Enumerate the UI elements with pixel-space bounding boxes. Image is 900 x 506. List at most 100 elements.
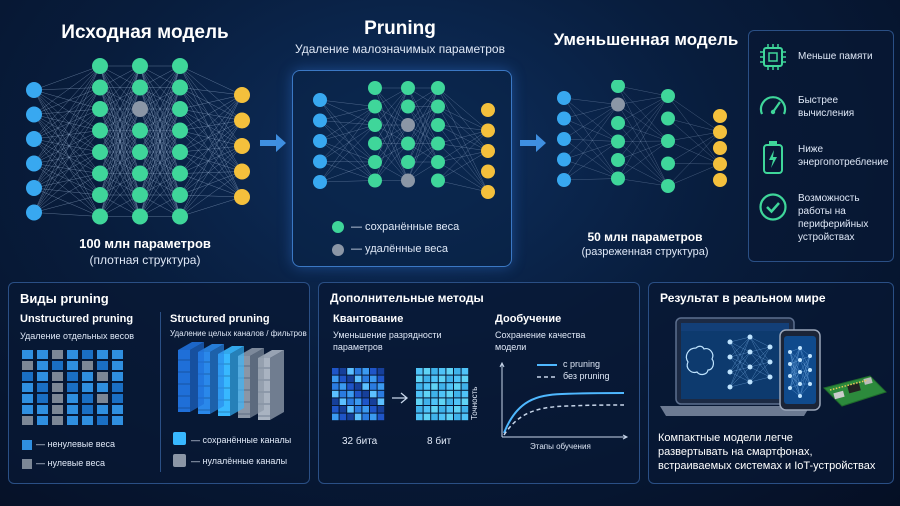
- neuron-node: [767, 344, 773, 350]
- quant8-cell: [423, 398, 431, 405]
- channel-side: [210, 344, 224, 414]
- quant8-cell: [423, 406, 431, 413]
- unstructured-grid: [22, 350, 123, 425]
- quant32-cell: [377, 413, 385, 421]
- quant8-cell: [446, 368, 453, 375]
- neuron-node: [92, 144, 108, 160]
- structured-title: Structured pruning: [170, 313, 270, 325]
- methods-title: Дополнительные методы: [330, 291, 484, 305]
- quant8-cell: [416, 368, 423, 375]
- neuron-node: [788, 350, 792, 354]
- neuron-node: [92, 122, 108, 139]
- quant32-cell: [377, 375, 385, 383]
- benefit-edge-line2: работы на: [798, 206, 846, 217]
- neuron-node: [401, 81, 415, 95]
- neuron-node: [788, 374, 792, 378]
- quant32-cell: [339, 390, 347, 398]
- neuron-node: [26, 82, 42, 98]
- benefit-memory: Меньше памяти: [798, 51, 873, 62]
- pruning-network: [313, 81, 495, 199]
- neuron-node: [313, 134, 327, 148]
- quant32-cell: [370, 368, 377, 375]
- weight-cell: [82, 416, 93, 425]
- neuron-node: [172, 208, 188, 225]
- channel-top: [238, 348, 264, 356]
- neuron-node: [368, 136, 382, 151]
- quant32-cell: [354, 413, 362, 421]
- quant-desc-line2: параметров: [333, 342, 383, 352]
- quant32-cell: [362, 375, 369, 383]
- neuron-node: [611, 171, 625, 186]
- quant8-cell: [431, 406, 438, 413]
- quant32-cell: [339, 398, 347, 405]
- quant8-cell: [446, 406, 453, 413]
- pruning-subtitle: Удаление малозначимых параметров: [295, 42, 505, 56]
- weight-cell: [97, 383, 108, 392]
- weight-cell: [67, 416, 78, 425]
- neuron-node: [313, 154, 327, 169]
- quant8-cell: [461, 383, 469, 390]
- finetune-chart: [499, 361, 629, 440]
- weight-cell: [67, 361, 78, 370]
- channel-side: [190, 342, 204, 412]
- weight-cell: [112, 416, 123, 425]
- channel-top: [178, 342, 204, 350]
- neuron-node: [234, 138, 250, 154]
- result-desc-line3: встраиваемых системах и IoT-устройствах: [658, 460, 876, 472]
- neuron-node: [92, 208, 108, 225]
- quant8-cell: [416, 390, 423, 398]
- ylabel: Точность: [470, 386, 479, 420]
- neuron-node: [132, 101, 148, 117]
- neuron-node: [727, 354, 733, 360]
- weight-cell: [82, 361, 93, 370]
- neuron-node: [368, 81, 382, 95]
- weight-cell: [97, 416, 108, 425]
- neuron-node: [557, 111, 571, 126]
- quant32-cell: [347, 375, 354, 383]
- quant32-cell: [332, 390, 339, 398]
- quant8-cell: [438, 368, 446, 375]
- neuron-node: [808, 382, 812, 386]
- weight-cell: [112, 372, 123, 381]
- neuron-node: [132, 187, 148, 203]
- neuron-node: [92, 187, 108, 203]
- neuron-node: [368, 173, 382, 188]
- quant8-cell: [423, 375, 431, 383]
- result-desc-line1: Компактные модели легче: [658, 432, 793, 444]
- checkmark-icon: [759, 193, 787, 221]
- benefit-energy-line1: Ниже: [798, 144, 824, 155]
- legend-with-pruning: с pruning: [563, 359, 601, 369]
- quant32-cell: [339, 406, 347, 413]
- benefit-energy-line2: энергопотребление: [798, 157, 889, 168]
- channel-side: [230, 346, 244, 416]
- quant32-cell: [339, 383, 347, 390]
- neuron-node: [92, 58, 108, 74]
- quant8-cell: [423, 383, 431, 390]
- quant32-cell: [339, 413, 347, 421]
- neuron-node: [611, 97, 625, 112]
- quant32-cell: [347, 383, 354, 390]
- channel-top: [198, 344, 224, 352]
- quant8-cell: [438, 398, 446, 405]
- quant32-cell: [332, 368, 339, 375]
- weight-cell: [97, 372, 108, 381]
- chip-icon: [760, 44, 786, 70]
- xlabel: Этапы обучения: [530, 442, 591, 451]
- neuron-node: [798, 370, 802, 374]
- quant32-cell: [332, 406, 339, 413]
- neuron-node: [313, 93, 327, 107]
- neuron-node: [132, 208, 148, 225]
- neuron-node: [611, 153, 625, 167]
- neuron-node: [611, 134, 625, 149]
- weight-cell: [37, 361, 48, 370]
- weight-cell: [37, 405, 48, 414]
- weight-cell: [67, 383, 78, 392]
- channel-side: [250, 348, 264, 418]
- quant8-cell: [416, 413, 423, 421]
- neuron-node: [747, 349, 753, 355]
- weight-cell: [37, 383, 48, 392]
- neuron-node: [767, 359, 773, 365]
- neuron-node: [172, 187, 188, 203]
- quant-desc: Уменьшение разрядности параметров: [333, 329, 442, 353]
- weight-cell: [97, 394, 108, 403]
